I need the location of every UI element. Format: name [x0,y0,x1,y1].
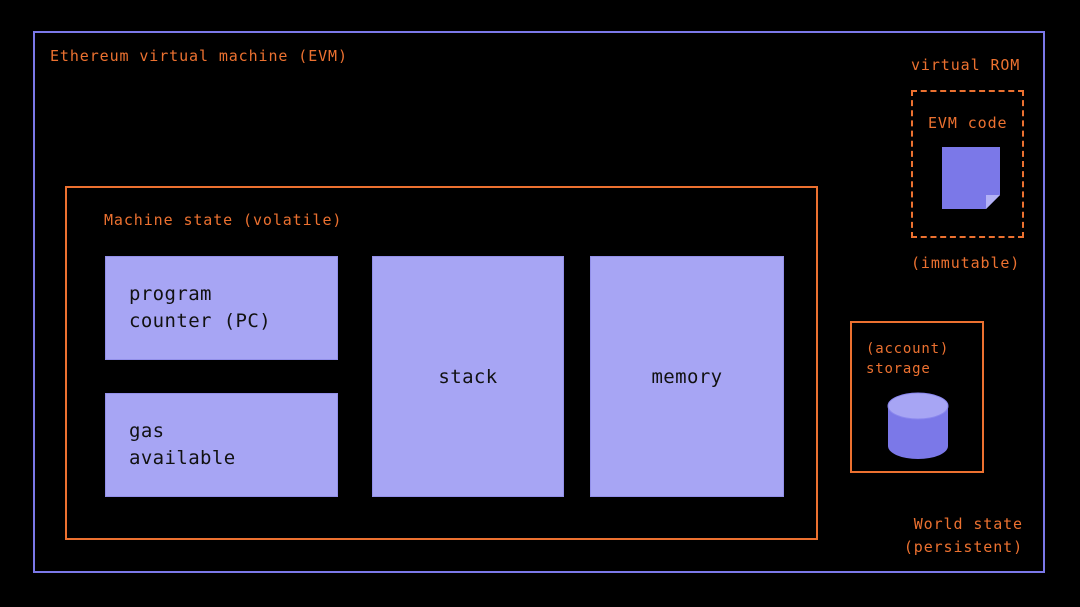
gas-available-box: gas available [105,393,338,497]
database-cylinder-icon [885,391,951,461]
world-state-caption: World state (persistent) [903,515,1023,556]
evm-outer-frame [33,31,1045,573]
account-storage-label: (account) storage [866,341,950,377]
evm-code-label: EVM code [928,114,1008,132]
virtual-rom-label: virtual ROM [911,56,1021,74]
evm-title: Ethereum virtual machine (EVM) [50,47,348,65]
machine-state-panel [65,186,818,540]
stack-box: stack [372,256,564,497]
program-counter-box: program counter (PC) [105,256,338,360]
machine-state-title: Machine state (volatile) [104,211,343,229]
account-storage-box [850,321,984,473]
virtual-rom-note: (immutable) [911,254,1021,272]
memory-box: memory [590,256,784,497]
document-icon [942,147,1000,209]
virtual-rom-dashed-box [911,90,1024,238]
